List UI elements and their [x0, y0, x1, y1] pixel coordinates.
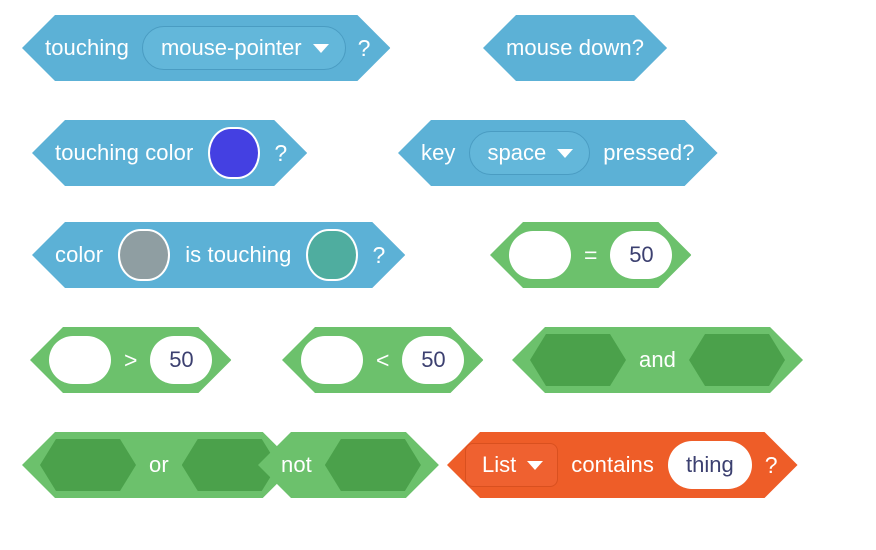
block-label-pressed: pressed?	[603, 140, 695, 165]
block-label-not: not	[281, 452, 312, 477]
boolean-slot-not[interactable]	[325, 439, 421, 491]
color-swatch-source[interactable]	[118, 229, 170, 281]
dropdown-value-key-option: space	[487, 140, 547, 165]
chevron-down-icon	[313, 44, 329, 53]
block-list-contains[interactable]: List contains thing ?	[447, 432, 798, 498]
dropdown-key-option[interactable]: space	[469, 131, 591, 175]
block-question-mark-color-touching: ?	[372, 241, 386, 268]
block-greater-than[interactable]: > 50	[30, 327, 231, 393]
input-list-contains-value[interactable]: thing	[668, 441, 752, 489]
block-label-mouse-down: mouse down?	[506, 35, 645, 60]
boolean-slot-or-left[interactable]	[40, 439, 136, 491]
operator-sign-equals: =	[584, 241, 598, 268]
boolean-slot-and-left[interactable]	[530, 334, 626, 386]
block-question-mark-touching-color: ?	[274, 139, 288, 166]
input-greater-than-right[interactable]: 50	[150, 336, 212, 384]
operator-sign-greater-than: >	[124, 346, 138, 373]
input-greater-than-left[interactable]	[49, 336, 111, 384]
dropdown-list-name[interactable]: List	[465, 443, 558, 487]
block-key-pressed[interactable]: key space pressed?	[398, 120, 718, 186]
block-not[interactable]: not	[258, 432, 439, 498]
block-question-mark-list-contains: ?	[764, 451, 778, 478]
block-label-and: and	[639, 347, 677, 372]
dropdown-touching-object[interactable]: mouse-pointer	[142, 26, 346, 70]
block-question-mark-touching: ?	[357, 34, 371, 61]
block-equals[interactable]: = 50	[490, 222, 691, 288]
block-label-touching-color: touching color	[55, 140, 194, 165]
input-equals-right[interactable]: 50	[610, 231, 672, 279]
block-label-key: key	[421, 140, 456, 165]
dropdown-value-touching-object: mouse-pointer	[160, 35, 302, 60]
block-touching-mouse-pointer[interactable]: touching mouse-pointer ?	[22, 15, 390, 81]
input-less-than-left[interactable]	[301, 336, 363, 384]
block-less-than[interactable]: < 50	[282, 327, 483, 393]
block-and[interactable]: and	[512, 327, 803, 393]
block-label-is-touching: is touching	[185, 242, 292, 267]
block-label-or: or	[149, 452, 169, 477]
block-label-color: color	[55, 242, 104, 267]
block-mouse-down[interactable]: mouse down?	[483, 15, 667, 81]
color-swatch-touching-color[interactable]	[208, 127, 260, 179]
block-touching-color[interactable]: touching color ?	[32, 120, 307, 186]
block-color-is-touching-color[interactable]: color is touching ?	[32, 222, 405, 288]
block-or[interactable]: or	[22, 432, 296, 498]
boolean-slot-and-right[interactable]	[689, 334, 785, 386]
input-less-than-right[interactable]: 50	[402, 336, 464, 384]
block-label-touching: touching	[45, 35, 129, 60]
chevron-down-icon	[527, 461, 543, 470]
operator-sign-less-than: <	[376, 346, 390, 373]
chevron-down-icon	[557, 149, 573, 158]
block-label-contains: contains	[571, 452, 654, 477]
color-swatch-target[interactable]	[306, 229, 358, 281]
input-equals-left[interactable]	[509, 231, 571, 279]
dropdown-value-list-name: List	[482, 452, 517, 477]
